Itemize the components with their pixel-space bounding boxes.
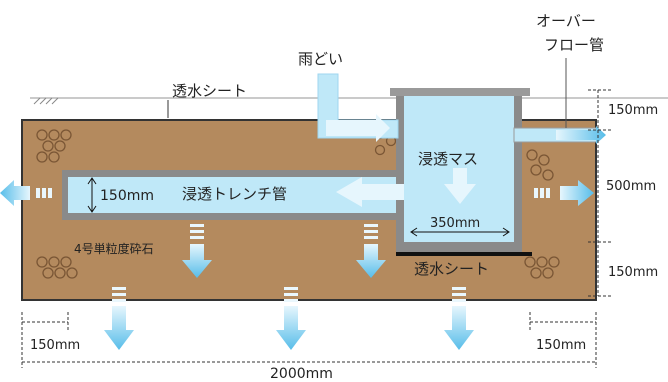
bottom-outflow-arrow-1 [104, 287, 134, 350]
pipe-diameter-dimension [87, 177, 97, 213]
top-cover-dimension-label: 150mm [608, 103, 658, 118]
ground-hatch [33, 97, 59, 105]
pipe-down-arrow-right [356, 224, 386, 278]
horizontal-dimensions [21, 312, 597, 368]
overflow-pipe-label-line1: オーバー [536, 12, 596, 30]
pipe-down-arrow-left [182, 224, 212, 278]
stone-cluster-bottom-left [36, 256, 78, 279]
infiltration-basin-label: 浸透マス [418, 150, 478, 168]
bottom-outflow-arrow-2 [276, 287, 306, 350]
stone-cluster-right [526, 149, 554, 181]
trench-pipe-label: 浸透トレンチ管 [182, 185, 287, 203]
rain-gutter-label: 雨どい [298, 50, 343, 68]
bottom-layer-dimension-label: 150mm [608, 265, 658, 280]
stone-cluster-bottom-right [524, 256, 560, 279]
permeable-sheet-outline [21, 119, 597, 301]
crushed-stone-label: 4号単粒度砕石 [74, 241, 154, 256]
middle-dimension-label: 500mm [606, 179, 656, 194]
pipe-diameter-label: 150mm [100, 188, 154, 204]
basin-lid [390, 88, 530, 96]
left-margin-dimension-label: 150mm [30, 338, 80, 353]
gutter-arrow [326, 114, 390, 142]
left-outflow-arrow [0, 180, 52, 206]
bottom-outflow-arrow-3 [444, 287, 474, 350]
permeable-sheet-top-label: 透水シート [172, 82, 247, 100]
basin-width-dimension [410, 227, 510, 237]
permeable-sheet-bottom-label: 透水シート [414, 260, 489, 278]
trench-flow-arrow [336, 177, 404, 207]
right-outflow-arrow [534, 180, 594, 206]
right-margin-dimension-label: 150mm [536, 338, 586, 353]
overflow-pipe-label-line2: フロー管 [544, 36, 604, 54]
stone-cluster-top-left [36, 129, 72, 163]
total-width-dimension-label: 2000mm [270, 366, 333, 382]
basin-width-label: 350mm [430, 216, 480, 231]
vertical-dimensions [588, 89, 612, 297]
basin-flow-arrow [444, 168, 476, 204]
